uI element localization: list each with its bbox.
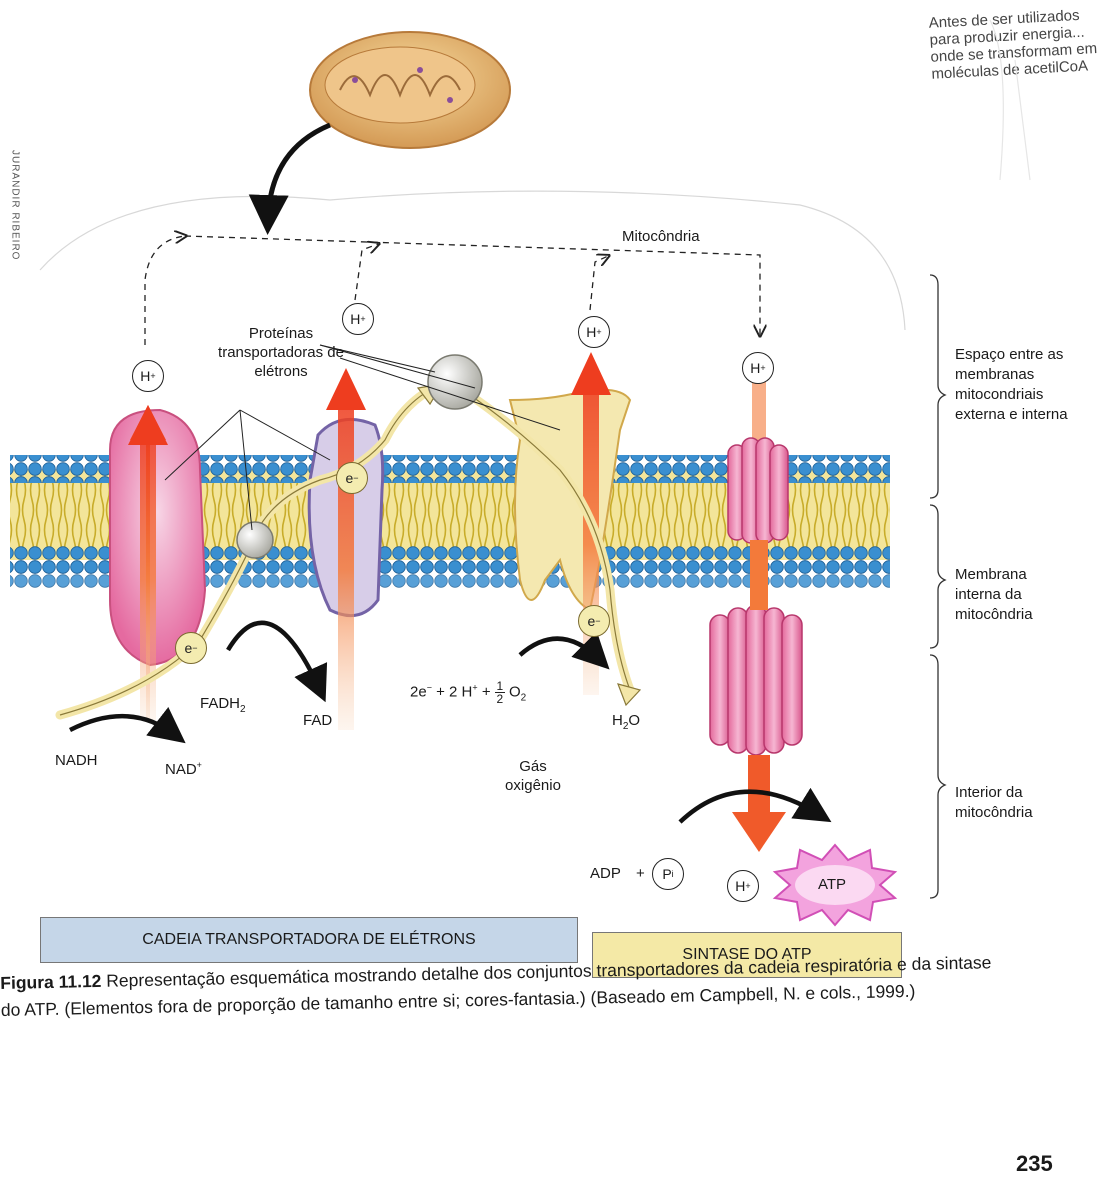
region-inner-membrane-label: Membrana interna da mitocôndria — [955, 565, 1075, 625]
electron-circle-2: e− — [336, 462, 368, 494]
proteins-label: Proteínas transportadoras de elétrons — [206, 325, 356, 381]
electron-circle-3: e− — [578, 605, 610, 637]
fadh2-label: FADH2 — [200, 695, 246, 717]
proton-circle-2: H+ — [342, 303, 374, 335]
fad-label: FAD — [303, 712, 332, 731]
atp-label: ATP — [818, 876, 846, 895]
mitochondrion-illustration — [310, 32, 510, 148]
etc-banner: CADEIA TRANSPORTADORA DE ELÉTRONS — [40, 917, 578, 963]
proton-circle-3: H+ — [578, 316, 610, 348]
proton-circle-4: H+ — [742, 352, 774, 384]
water-label: H2O — [612, 712, 640, 734]
caption-label: Figura 11.12 — [0, 971, 102, 993]
proton-circle-1: H+ — [132, 360, 164, 392]
electron-circle-1: e− — [175, 632, 207, 664]
oxygen-gas-label: Gás oxigênio — [498, 758, 568, 796]
nadh-label: NADH — [55, 752, 98, 771]
page-number: 235 — [1016, 1150, 1053, 1178]
atp-synthase — [710, 380, 802, 852]
nad-label: NAD+ — [165, 760, 202, 780]
region-matrix-label: Interior da mitocôndria — [955, 783, 1075, 823]
proton-circle-5: H+ — [727, 870, 759, 902]
plus-sign: + — [636, 865, 645, 884]
adp-label: ADP — [590, 865, 621, 884]
mitocondria-label: Mitocôndria — [622, 228, 700, 247]
region-intermembrane-label: Espaço entre as membranas mitocondriais … — [955, 345, 1095, 425]
